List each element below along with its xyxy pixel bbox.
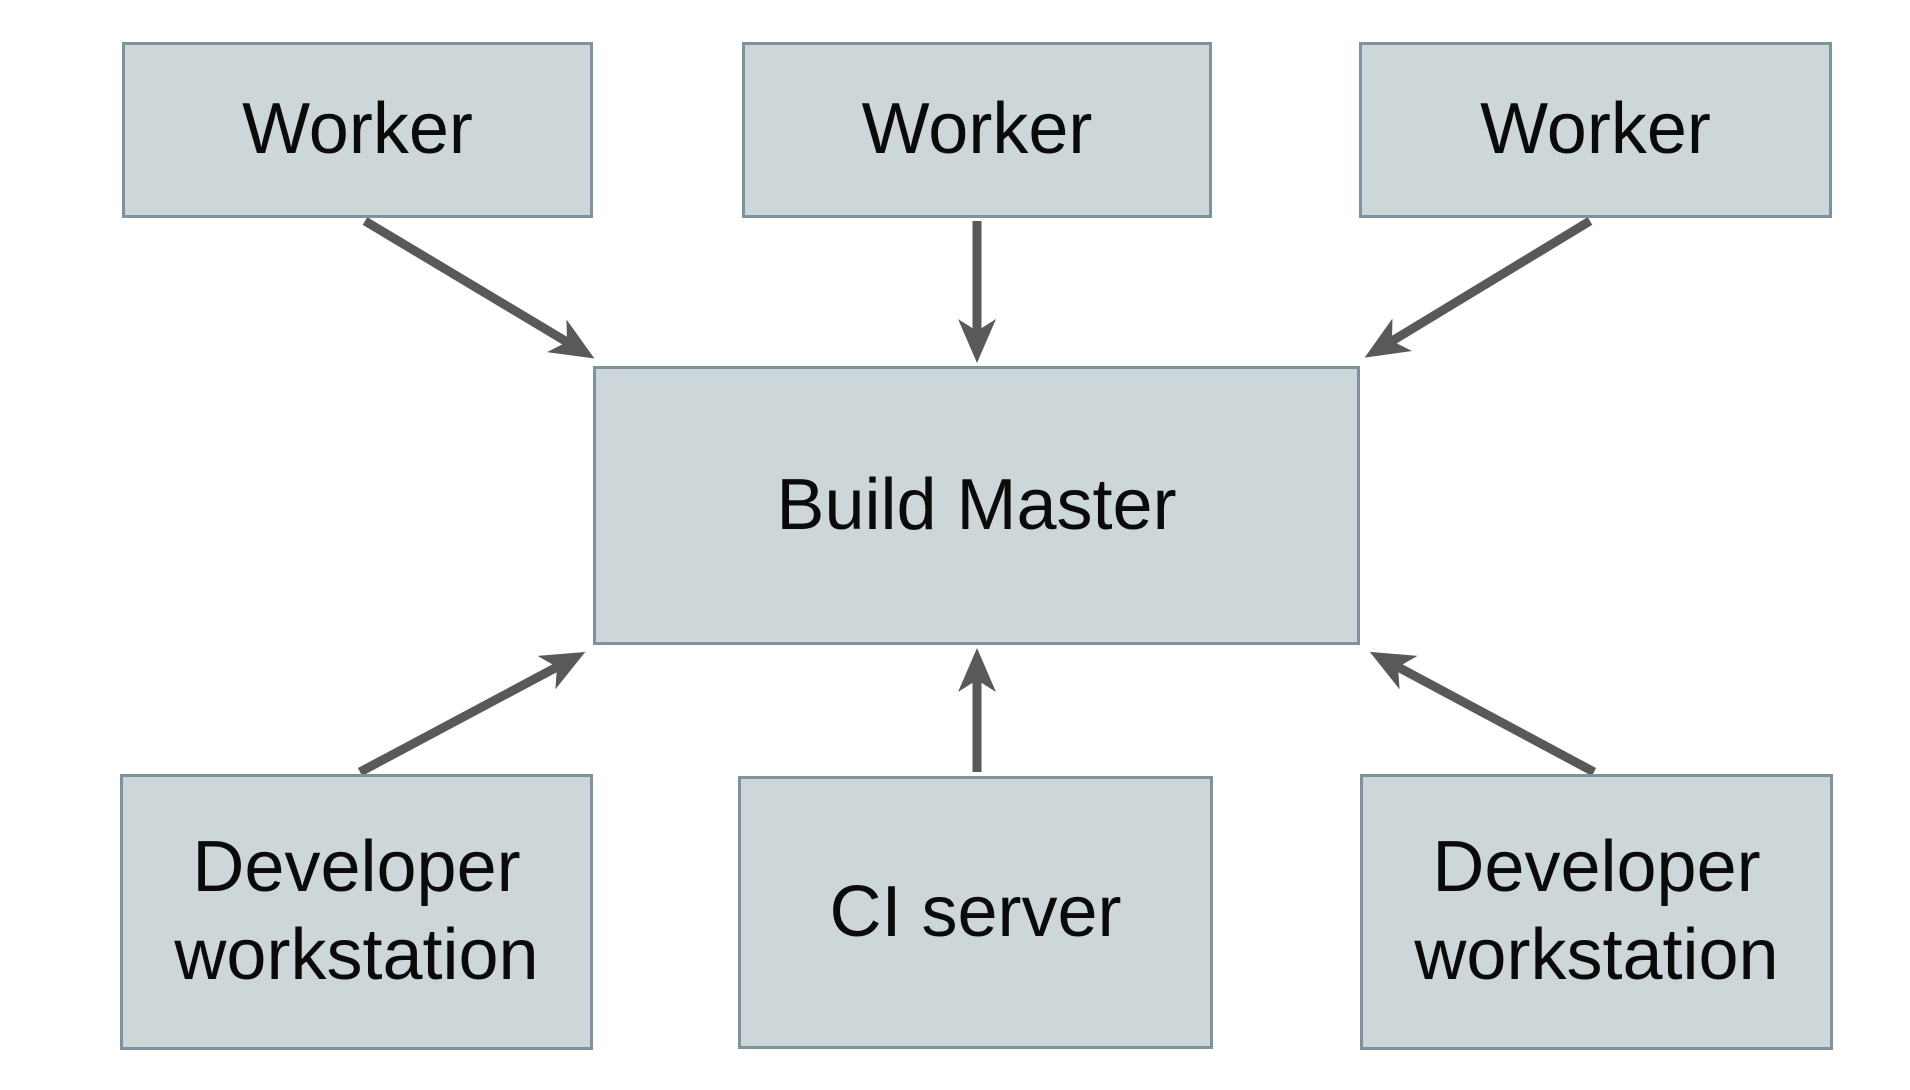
node-worker-1: Worker (122, 42, 593, 218)
node-worker-2: Worker (742, 42, 1212, 218)
node-build-master: Build Master (593, 366, 1360, 645)
node-worker-3: Worker (1359, 42, 1832, 218)
node-developer-workstation-right: Developer workstation (1360, 774, 1833, 1050)
node-worker-2-label: Worker (861, 89, 1093, 170)
node-developer-workstation-left: Developer workstation (120, 774, 593, 1050)
node-ci-server-label: CI server (829, 871, 1122, 952)
node-ci-server: CI server (738, 776, 1213, 1049)
arrow-devleft-to-buildmaster (357, 651, 586, 776)
node-worker-1-label: Worker (242, 89, 473, 170)
arrow-worker1-to-buildmaster (362, 217, 595, 359)
node-build-master-label: Build Master (776, 464, 1177, 545)
node-developer-workstation-left-label: Developer workstation (174, 827, 539, 995)
node-developer-workstation-right-label: Developer workstation (1414, 827, 1779, 995)
arrow-worker3-to-buildmaster (1364, 217, 1593, 358)
arrow-devright-to-buildmaster (1369, 651, 1597, 776)
node-worker-3-label: Worker (1480, 89, 1711, 170)
